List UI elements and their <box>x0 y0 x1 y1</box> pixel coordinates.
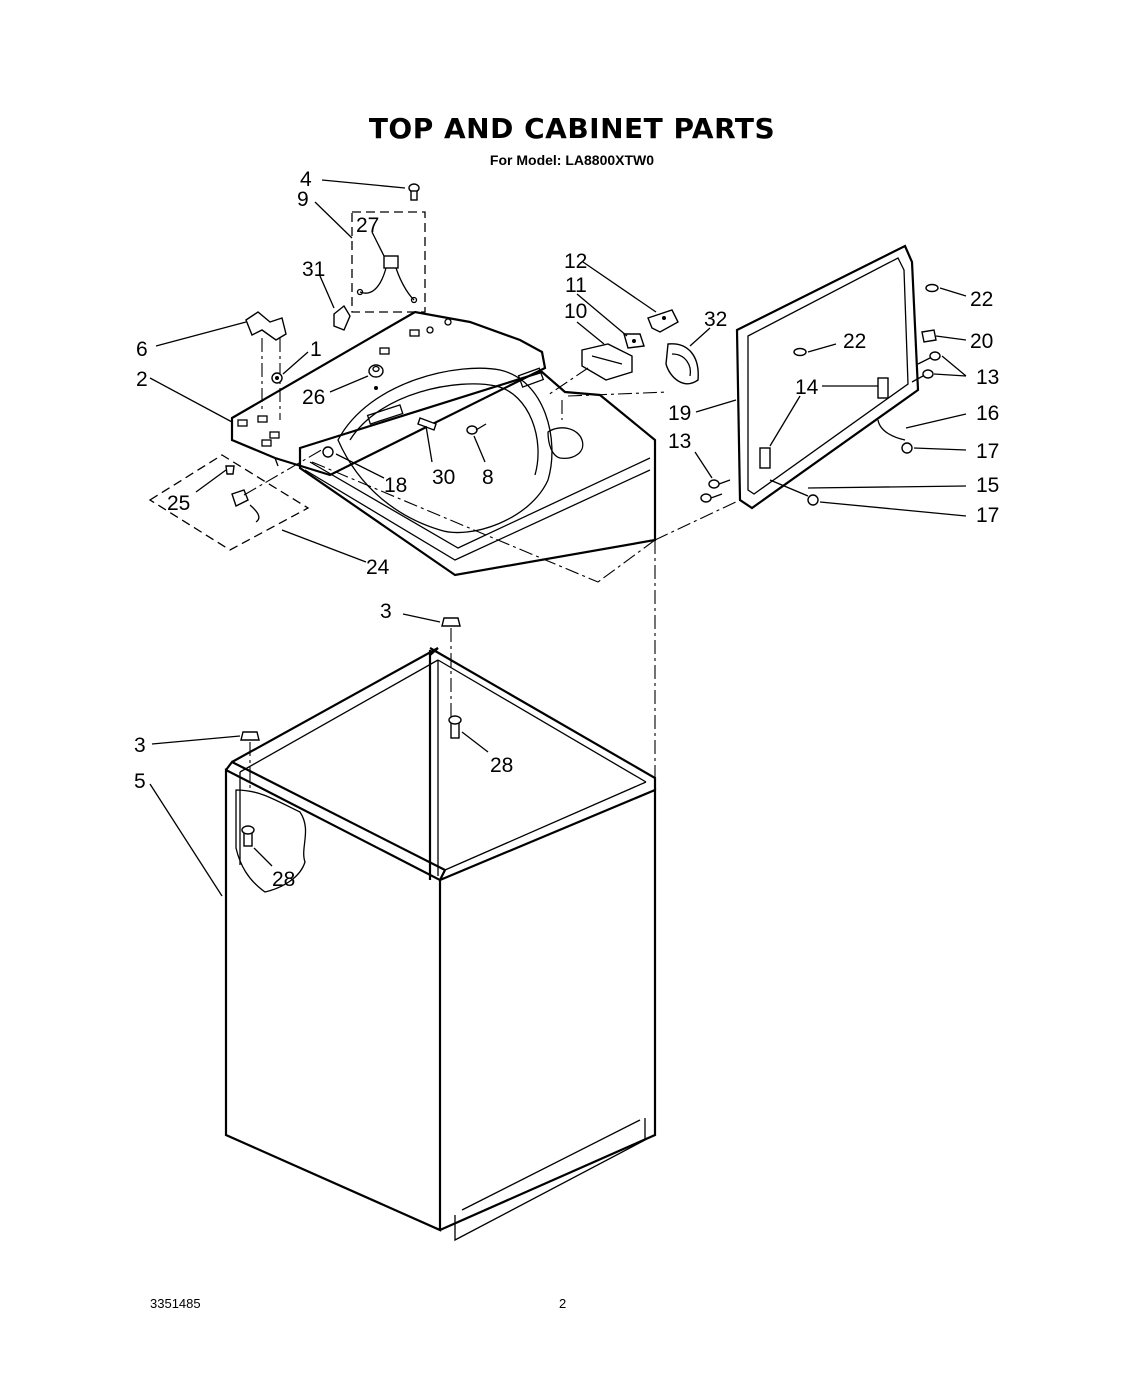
knob-part-26 <box>368 364 384 390</box>
screw-part-8 <box>466 423 487 435</box>
leader-lines <box>149 179 967 897</box>
switch-part-12 <box>647 309 679 333</box>
cover-part-32 <box>665 343 699 385</box>
grommet-part-1 <box>271 372 283 384</box>
callout-22-inner: 22 <box>843 330 866 353</box>
callout-17-upper: 17 <box>976 440 999 463</box>
harness-kit-part-9 <box>351 211 426 313</box>
document-number: 3351485 <box>150 1296 201 1311</box>
lid-part-19 <box>735 244 920 510</box>
callout-3-lower: 3 <box>134 734 146 757</box>
screw-part-4 <box>408 183 420 201</box>
callout-11: 11 <box>565 274 587 297</box>
callout-28-lower: 28 <box>272 868 295 891</box>
callout-20: 20 <box>970 330 993 353</box>
top-assembly-part-2 <box>230 310 657 577</box>
callout-13-right: 13 <box>976 366 999 389</box>
bracket-part-6 <box>245 311 287 420</box>
grommet-part-18 <box>311 446 599 583</box>
callout-16: 16 <box>976 402 999 425</box>
callout-3-upper: 3 <box>380 600 392 623</box>
switch-part-31 <box>333 304 351 331</box>
callout-5: 5 <box>134 770 146 793</box>
screw-28-upper <box>448 715 462 739</box>
clip-part-20 <box>921 329 937 343</box>
callout-13-left: 13 <box>668 430 691 453</box>
callout-8: 8 <box>482 466 494 489</box>
callout-6: 6 <box>136 338 148 361</box>
callout-26: 26 <box>302 386 325 409</box>
callout-17-lower: 17 <box>976 504 999 527</box>
callout-12: 12 <box>564 250 587 273</box>
bracket-part-10 <box>547 343 633 396</box>
callout-31: 31 <box>302 258 325 281</box>
callout-18: 18 <box>384 474 407 497</box>
pin-part-22-right <box>925 283 939 293</box>
clip-3-lower <box>240 731 260 790</box>
cabinet-part-5 <box>224 647 657 1242</box>
page-number: 2 <box>559 1296 567 1311</box>
callout-10: 10 <box>564 300 587 323</box>
callout-19: 19 <box>668 402 691 425</box>
callout-30: 30 <box>432 466 455 489</box>
clip-3-upper <box>441 617 461 720</box>
callout-14: 14 <box>795 376 819 399</box>
callout-9: 9 <box>297 188 309 211</box>
model-subtitle: For Model: LA8800XTW0 <box>489 152 655 168</box>
bumper-part-17-upper <box>901 442 913 454</box>
callout-15: 15 <box>976 474 999 497</box>
callout-labels: 4 9 27 31 6 1 2 26 30 8 18 25 24 12 11 1… <box>134 168 999 891</box>
pin-part-22-inner <box>793 347 807 357</box>
callout-32: 32 <box>704 308 727 331</box>
page-title: TOP AND CABINET PARTS <box>368 112 776 145</box>
callout-25: 25 <box>167 492 190 515</box>
screws-part-13-left <box>700 479 731 503</box>
callout-4: 4 <box>300 168 312 191</box>
callout-1: 1 <box>310 338 322 361</box>
callout-22-right: 22 <box>970 288 993 311</box>
callout-2: 2 <box>136 368 148 391</box>
switch-part-11 <box>623 333 645 349</box>
callout-28-upper: 28 <box>490 754 513 777</box>
screws-part-13-right <box>911 351 941 383</box>
callout-27: 27 <box>356 214 379 237</box>
lid-switch-kit-part-24 <box>148 444 331 551</box>
callout-24: 24 <box>366 556 390 579</box>
bumper-part-17-lower <box>807 494 819 506</box>
pin-part-30 <box>417 417 437 431</box>
